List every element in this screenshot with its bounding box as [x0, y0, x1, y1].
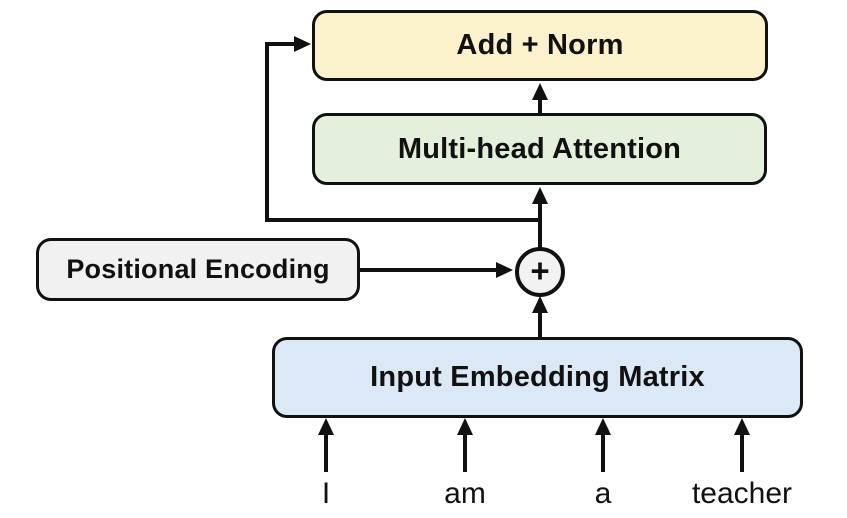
arrow-attention-to-addnorm — [532, 83, 548, 116]
residual-skip-connection — [265, 36, 540, 222]
node-input-embedding-matrix: Input Embedding Matrix — [272, 337, 803, 418]
arrow-positional-to-add — [360, 262, 513, 278]
arrow-token-input-2 — [457, 418, 473, 472]
arrow-token-input-3 — [595, 418, 611, 472]
input-token-1: I — [321, 477, 331, 510]
add-operator-circle: + — [515, 247, 565, 297]
plus-icon: + — [530, 251, 550, 289]
node-multi-head-attention: Multi-head Attention — [312, 113, 767, 185]
node-positional-encoding: Positional Encoding — [36, 238, 360, 301]
arrow-token-input-4 — [734, 418, 750, 472]
arrow-add-to-attention — [532, 187, 548, 248]
node-add-norm: Add + Norm — [312, 10, 768, 81]
arrow-token-input-1 — [318, 418, 334, 472]
input-token-3: a — [594, 477, 612, 510]
input-token-2: am — [444, 477, 486, 510]
input-token-4: teacher — [691, 477, 793, 510]
